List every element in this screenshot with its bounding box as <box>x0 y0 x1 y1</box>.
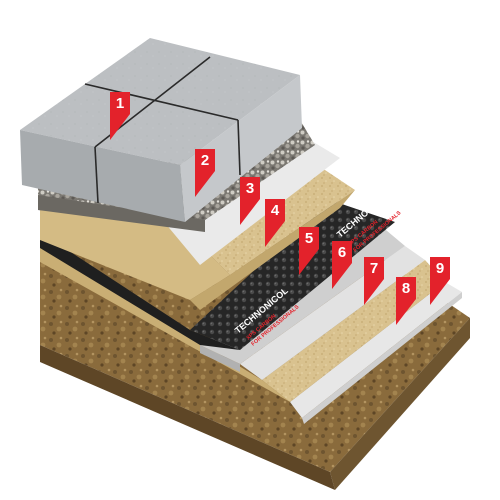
tag-number: 4 <box>271 202 280 219</box>
layer-tag-1: 1 <box>110 92 130 140</box>
tag-shape <box>396 277 416 325</box>
tag-number: 8 <box>402 280 410 297</box>
tag-shape <box>430 257 450 305</box>
tag-shape <box>332 241 352 289</box>
tag-shape <box>240 177 260 225</box>
tag-shape <box>265 199 285 247</box>
membrane-strip-front <box>290 282 462 424</box>
layer-tag-2: 2 <box>195 149 215 197</box>
tag-number: 3 <box>246 180 254 197</box>
layer-tag-6: 6 <box>332 241 352 289</box>
layer-tag-4: 4 <box>265 199 285 247</box>
tag-number: 7 <box>370 260 378 277</box>
tag-shape <box>299 227 319 275</box>
tag-shape <box>364 257 384 305</box>
tag-number: 2 <box>201 152 209 169</box>
layer-tag-3: 3 <box>240 177 260 225</box>
layer-tag-5: 5 <box>299 227 319 275</box>
layer-tags: 1 2 34 5 6 7 8 9 <box>110 92 450 325</box>
paving-slabs <box>20 38 302 222</box>
layer-tag-7: 7 <box>364 257 384 305</box>
tag-number: 6 <box>338 244 346 261</box>
drainage-membrane <box>40 200 395 350</box>
tag-number: 9 <box>436 260 444 277</box>
tag-shape <box>110 92 130 140</box>
layer-tag-9: 9 <box>430 257 450 305</box>
tag-shape <box>195 149 215 197</box>
layer-tag-8: 8 <box>396 277 416 325</box>
tag-number: 5 <box>305 230 313 247</box>
tag-number: 1 <box>116 95 124 112</box>
